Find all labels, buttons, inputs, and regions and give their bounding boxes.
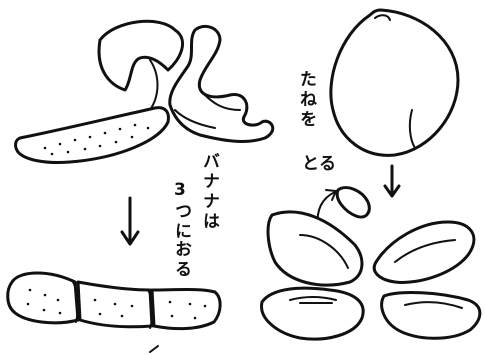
remove-pit-label-2: とる bbox=[302, 156, 336, 173]
peeled-banana-drawing bbox=[16, 21, 273, 162]
remove-pit-label: たねを bbox=[297, 70, 314, 130]
banana-three-pieces-drawing bbox=[8, 273, 220, 352]
banana-instruction-line1: バナナは bbox=[200, 152, 217, 232]
banana-instruction-line3: おる bbox=[172, 240, 189, 280]
peach-drawing bbox=[331, 10, 458, 155]
down-arrow-icon bbox=[122, 198, 138, 244]
banana-instruction-line2: つに bbox=[172, 202, 189, 242]
down-arrow-icon-2 bbox=[385, 166, 399, 196]
peach-wedges-drawing bbox=[262, 212, 480, 339]
banana-instruction-number: 3 bbox=[174, 182, 186, 199]
peach-pit-drawing bbox=[337, 188, 369, 217]
